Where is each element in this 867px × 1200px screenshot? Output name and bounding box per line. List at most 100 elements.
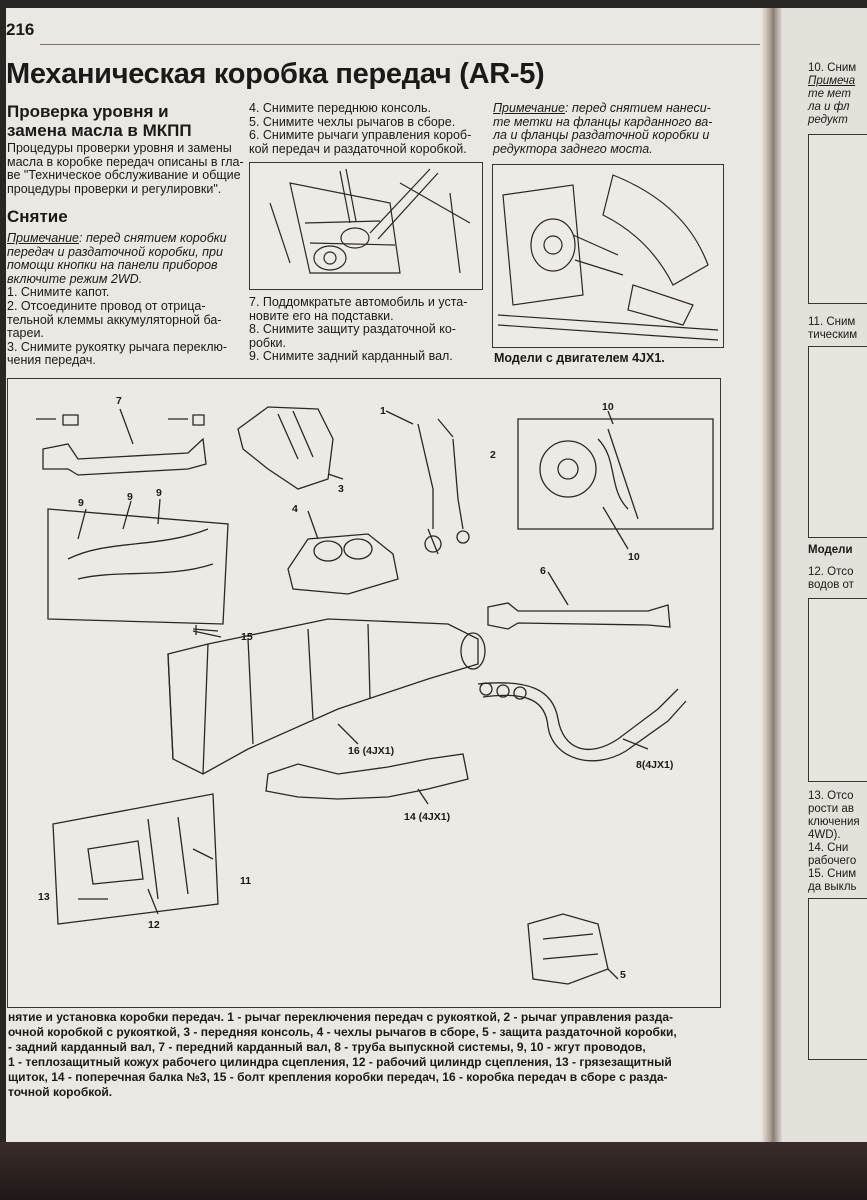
figure-transmission-exploded: 7 1 2 3 10 10 9 9 9 4 6 15 16 (4JX1) 8(4… — [7, 378, 721, 1008]
note-label: Примечание — [493, 101, 565, 115]
callout-3: 3 — [338, 483, 344, 495]
step-line: 6. Снимите рычаги управления короб- — [249, 128, 472, 143]
callout-7: 7 — [116, 395, 122, 407]
step-line: 5. Снимите чехлы рычагов в сборе. — [249, 114, 456, 129]
transfer-case-protector — [527, 913, 609, 985]
callout-9-left: 9 — [78, 497, 84, 509]
oil-paragraph: Процедуры проверки уровня и замены масла… — [7, 141, 247, 196]
step-line: робки. — [249, 335, 286, 350]
step-line: 2. Отсоедините провод от отрица- — [7, 298, 206, 313]
exhaust-pipe — [477, 682, 679, 750]
text-line: 10. Сним — [808, 62, 857, 74]
text-line: 11. Сним — [808, 316, 856, 328]
callout-15: 15 — [241, 631, 253, 643]
callout-10-bottom: 10 — [628, 551, 640, 563]
callout-11: 11 — [240, 875, 252, 887]
text-line: тическим — [808, 329, 858, 341]
right-figure-4 — [808, 898, 867, 1060]
right-step-12: 12. Отсо водов от — [808, 566, 854, 592]
figure-shift-levers — [249, 162, 483, 290]
note-label: Примеча — [808, 75, 856, 87]
caption-line: 1 - теплозащитный кожух рабочего цилиндр… — [8, 1055, 672, 1069]
text-line: процедуры проверки и регулировки". — [7, 181, 222, 196]
step-line: новите его на подставки. — [249, 308, 394, 323]
caption-line: - задний карданный вал, 7 - передний кар… — [8, 1040, 646, 1054]
callout-4: 4 — [292, 503, 298, 515]
step-line: чения передач. — [7, 353, 96, 368]
callout-9-mid: 9 — [127, 491, 133, 503]
callout-2: 2 — [490, 449, 496, 461]
text-line: редукт — [808, 114, 848, 126]
text-line: передач и раздаточной коробки, при — [7, 244, 223, 259]
text-line: : перед снятием нанеси- — [565, 101, 711, 115]
callout-14: 14 (4JX1) — [404, 811, 451, 823]
step-line: тельной клеммы аккумуляторной ба- — [7, 312, 222, 327]
step-line: 1. Снимите капот. — [7, 285, 110, 300]
caption-line: очной коробкой с рукояткой, 3 - передняя… — [8, 1025, 677, 1039]
removal-note: Примечание: перед снятием коробки переда… — [7, 231, 247, 368]
callout-10-top: 10 — [602, 401, 614, 413]
text-line: рости ав — [808, 803, 854, 815]
step-line: 4. Снимите переднюю консоль. — [249, 101, 431, 115]
heading-line-1: Проверка уровня и — [7, 102, 169, 121]
callout-6: 6 — [540, 565, 546, 577]
step-line: 9. Снимите задний карданный вал. — [249, 349, 453, 364]
text-line: рабочего — [808, 855, 857, 867]
heading-line-2: замена масла в МКПП — [7, 121, 192, 140]
right-step-11: 11. Сним тическим — [808, 316, 857, 342]
right-step-10: 10. Сним Примеча те мет ла и фл редукт — [808, 62, 856, 127]
text-line: помощи кнопки на панели приборов — [7, 258, 218, 273]
callout-12: 12 — [148, 919, 160, 931]
front-console — [237, 406, 334, 490]
callout-1: 1 — [380, 405, 386, 417]
steps-7-9: 7. Поддомкратьте автомобиль и уста- нови… — [249, 295, 489, 364]
rear-propeller-shaft — [487, 602, 671, 630]
right-models-caption: Модели — [808, 544, 853, 556]
right-steps-13-15: 13. Отсо рости ав ключения 4WD). 14. Сни… — [808, 790, 860, 894]
right-figure-3 — [808, 598, 867, 782]
step-line: 3. Снимите рукоятку рычага переклю- — [7, 339, 228, 354]
text-line: : перед снятием коробки — [79, 231, 227, 245]
figure-flanges — [492, 164, 724, 348]
caption-line: нятие и установка коробки передач. 1 - р… — [8, 1010, 674, 1024]
right-figure-1 — [808, 134, 867, 304]
callout-16: 16 (4JX1) — [348, 745, 395, 757]
page-number: 216 — [6, 20, 35, 39]
callout-5: 5 — [620, 969, 626, 981]
section-heading-removal: Снятие — [7, 207, 68, 226]
text-line: ла и фланцы раздаточной коробки и — [493, 128, 710, 143]
text-line: ключения — [808, 816, 860, 828]
caption-line: точной коробкой. — [8, 1085, 113, 1099]
page-title: Механическая коробка передач (AR-5) — [6, 58, 545, 90]
caption-line: щиток, 14 - поперечная балка №3, 15 - бо… — [8, 1070, 668, 1084]
text-line: 15. Сним — [808, 868, 857, 880]
text-line: масла в коробке передач описаны в гла- — [7, 154, 244, 169]
callout-8: 8(4JX1) — [636, 759, 674, 771]
text-line: водов от — [808, 579, 854, 591]
note-label: Примечание — [7, 231, 79, 245]
main-figure-caption: нятие и установка коробки передач. 1 - р… — [8, 1010, 720, 1100]
text-line: те метки на фланцы карданного ва- — [493, 114, 713, 129]
text-line: 4WD). — [808, 829, 841, 841]
lever-boots — [287, 533, 399, 595]
transmission-assembly — [167, 618, 479, 775]
book-gutter — [762, 8, 782, 1142]
text-line: 12. Отсо — [808, 566, 854, 578]
flange-note: Примечание: перед снятием нанеси- те мет… — [493, 101, 728, 156]
front-propeller-shaft — [42, 437, 207, 476]
flanges-drawing — [497, 174, 719, 341]
step-line: 8. Снимите защиту раздаточной ко- — [249, 322, 456, 337]
shift-levers-drawing — [269, 168, 471, 274]
text-line: редуктора заднего моста. — [493, 141, 653, 156]
text-line: да выкль — [808, 881, 857, 893]
crossmember-no3 — [265, 753, 469, 800]
text-line: 13. Отсо — [808, 790, 854, 802]
figure-caption-4jx1: Модели с двигателем 4JX1. — [494, 351, 665, 365]
section-heading-oil: Проверка уровня и замена масла в МКПП — [7, 102, 192, 140]
text-line: те мет — [808, 88, 851, 100]
text-line: Процедуры проверки уровня и замены — [7, 141, 232, 155]
text-line: включите режим 2WD. — [7, 271, 143, 286]
text-line: ла и фл — [808, 101, 850, 113]
text-line: 14. Сни — [808, 842, 849, 854]
callout-9-right: 9 — [156, 487, 162, 499]
